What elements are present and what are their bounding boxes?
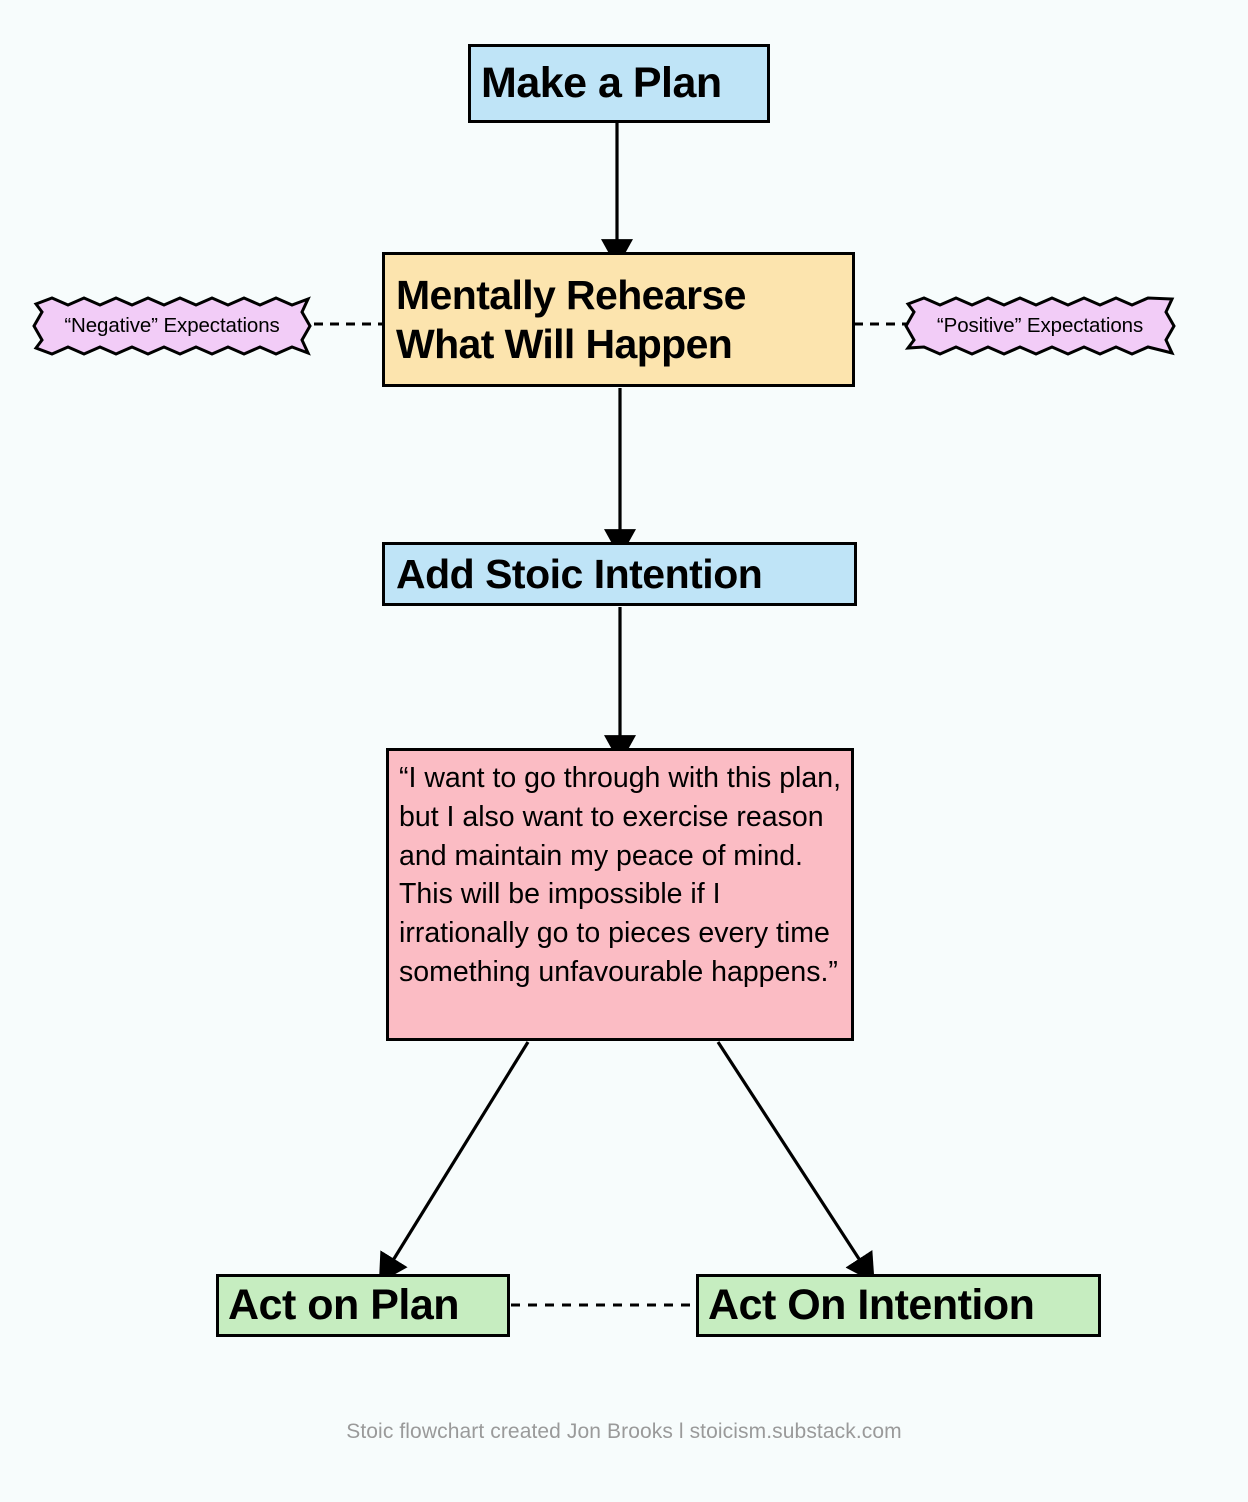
banner-positive-expectations[interactable]: “Positive” Expectations <box>902 296 1178 356</box>
node-act-on-plan-label: Act on Plan <box>228 1281 460 1330</box>
footer-credit: Stoic flowchart created Jon Brooks l sto… <box>346 1420 902 1443</box>
arrow-quote-to-act-on-intention <box>716 1041 875 1283</box>
banner-negative-expectations[interactable]: “Negative” Expectations <box>30 296 314 356</box>
node-add-stoic-intention-label: Add Stoic Intention <box>396 550 763 597</box>
banner-negative-expectations-label: “Negative” Expectations <box>64 314 280 337</box>
node-make-a-plan[interactable]: Make a Plan <box>468 44 770 123</box>
node-stoic-intention-quote[interactable]: “I want to go through with this plan, bu… <box>386 748 854 1041</box>
arrow-quote-to-act-on-plan <box>378 1041 530 1284</box>
zigzag-burst-icon <box>904 296 1176 356</box>
node-act-on-intention[interactable]: Act On Intention <box>696 1274 1101 1337</box>
zigzag-burst-icon <box>32 296 312 356</box>
node-stoic-intention-quote-text: “I want to go through with this plan, bu… <box>399 762 842 988</box>
banner-positive-expectations-label: “Positive” Expectations <box>936 314 1144 337</box>
node-act-on-intention-label: Act On Intention <box>708 1281 1035 1330</box>
node-add-stoic-intention[interactable]: Add Stoic Intention <box>382 542 857 606</box>
node-mentally-rehearse-label-line1: Mentally Rehearse <box>396 272 746 319</box>
node-make-a-plan-label: Make a Plan <box>481 59 722 108</box>
node-act-on-plan[interactable]: Act on Plan <box>216 1274 510 1337</box>
node-mentally-rehearse[interactable]: Mentally Rehearse What Will Happen <box>382 252 855 387</box>
node-mentally-rehearse-label-line2: What Will Happen <box>396 320 733 367</box>
